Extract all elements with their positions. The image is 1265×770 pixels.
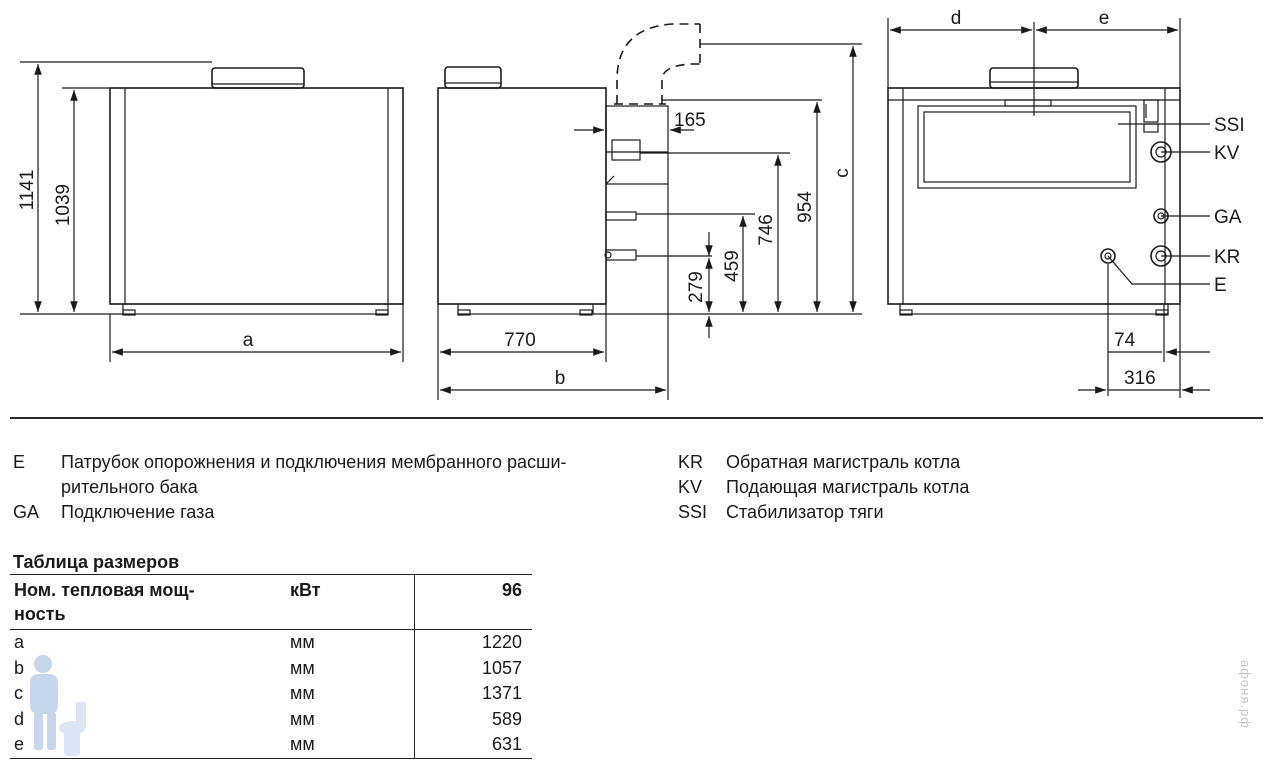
legend-text: Стабилизатор тяги xyxy=(726,502,884,522)
legend-code: SSI xyxy=(678,502,708,522)
dim-74: 74 xyxy=(1114,330,1136,351)
legend-text: Подключение газа xyxy=(61,502,215,522)
site-watermark: афоня.рф xyxy=(1238,660,1253,729)
row-value: 1057 xyxy=(414,655,532,681)
table-row: a мм 1220 xyxy=(10,629,532,656)
header-unit: кВт xyxy=(286,574,415,630)
row-unit: мм xyxy=(290,632,315,653)
dim-d: d xyxy=(951,8,962,29)
legend-code: GA xyxy=(13,502,40,522)
dim-746: 746 xyxy=(756,214,777,246)
label-e: E xyxy=(1214,275,1227,296)
header-value: 96 xyxy=(414,574,532,630)
dim-b: b xyxy=(555,368,566,389)
row-unit: мм xyxy=(290,657,315,678)
side-view: 165 279 459 746 954 c 770 b xyxy=(437,23,862,400)
row-value: 1220 xyxy=(414,629,532,656)
row-unit: мм xyxy=(286,732,415,759)
header-param: Ном. тепловая мощ- ность xyxy=(10,574,286,630)
legend-text: Патрубок опорожнения и подключения мембр… xyxy=(61,452,567,497)
row-param: d xyxy=(14,708,25,729)
mascot-watermark-icon xyxy=(30,655,86,756)
dim-1039: 1039 xyxy=(53,184,74,226)
row-param: a xyxy=(14,632,25,653)
dim-c: c xyxy=(832,168,853,178)
dim-770: 770 xyxy=(504,330,536,351)
table-row: e мм 631 xyxy=(10,732,532,759)
rear-view: d e 74 316 SSI KV GA KR E xyxy=(887,8,1245,398)
legend-code: KV xyxy=(678,477,703,497)
legend-item: KV Подающая магистраль котла xyxy=(678,475,1098,500)
dim-a: a xyxy=(243,330,254,351)
table-header-row: Ном. тепловая мощ- ность кВт 96 xyxy=(10,574,532,630)
dim-954: 954 xyxy=(795,191,816,223)
row-param: e xyxy=(10,732,286,759)
front-view: 1141 1039 a xyxy=(17,61,404,362)
dim-e: e xyxy=(1099,8,1110,29)
table-row: d мм 589 xyxy=(10,706,532,732)
label-kr: KR xyxy=(1214,247,1240,268)
legend-code: E xyxy=(13,452,26,472)
dim-1141: 1141 xyxy=(17,170,38,211)
row-unit: мм xyxy=(290,683,315,704)
table-title: Таблица размеров xyxy=(13,552,180,572)
legend-text: Обратная магистраль котла xyxy=(726,452,961,472)
legend-item: E Патрубок опорожнения и подключения мем… xyxy=(13,450,653,500)
technical-drawing: 1141 1039 a 1 xyxy=(17,8,1245,400)
separator-line xyxy=(10,417,1263,419)
row-value: 1371 xyxy=(414,681,532,707)
legend-left: E Патрубок опорожнения и подключения мем… xyxy=(13,450,653,525)
dim-459: 459 xyxy=(722,250,743,282)
legend-item: GA Подключение газа xyxy=(13,500,653,525)
label-ssi: SSI xyxy=(1214,115,1245,136)
label-ga: GA xyxy=(1214,207,1242,228)
dim-279: 279 xyxy=(686,271,707,303)
row-param: b xyxy=(14,657,25,678)
row-value: 589 xyxy=(414,706,532,732)
row-unit: мм xyxy=(290,708,315,729)
legend-text: Подающая магистраль котла xyxy=(726,477,970,497)
row-value: 631 xyxy=(414,732,532,759)
dim-165: 165 xyxy=(674,110,706,131)
row-param: c xyxy=(14,683,23,704)
table-row: c мм 1371 xyxy=(10,681,532,707)
legend-item: SSI Стабилизатор тяги xyxy=(678,500,1098,525)
legend-right: KR Обратная магистраль котла KV Подающая… xyxy=(678,450,1098,525)
dim-316: 316 xyxy=(1124,368,1156,389)
table-row: b мм 1057 xyxy=(10,655,532,681)
label-kv: KV xyxy=(1214,143,1240,164)
dimension-table: Ном. тепловая мощ- ность кВт 96 a мм 122… xyxy=(10,574,532,759)
legend-code: KR xyxy=(678,452,704,472)
legend-item: KR Обратная магистраль котла xyxy=(678,450,1098,475)
